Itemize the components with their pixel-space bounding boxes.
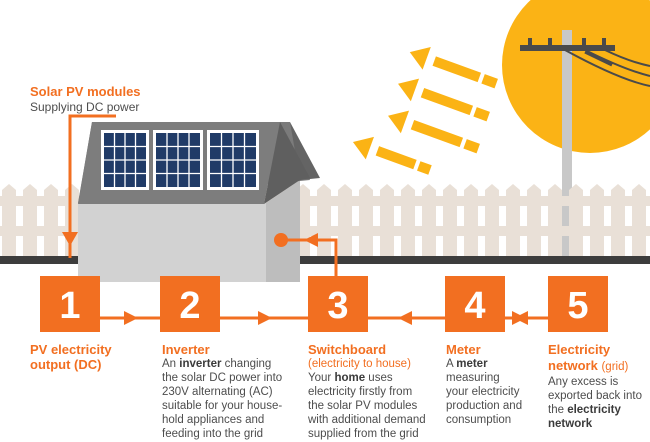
step-3-desc-b: uses: [365, 372, 393, 384]
step-4-desc-line5: consumption: [446, 414, 512, 426]
sun-icon: [502, 0, 650, 153]
fence-picket: [44, 184, 58, 256]
step-5-title: Electricity: [548, 342, 611, 357]
step-5-desc-line1: Any excess is: [548, 376, 619, 388]
step-boxes: 1 2 3 4 5: [40, 276, 608, 332]
solar-panels-icon: [101, 130, 259, 190]
step-1-label: PV electricity output (DC): [30, 342, 145, 372]
fence-picket: [65, 184, 79, 256]
step-3-subtitle: (electricity to house): [308, 358, 411, 370]
arrow-left-icon: [514, 311, 528, 325]
step-3-desc-line2: electricity firstly from: [308, 386, 413, 398]
step-box-3: [308, 276, 368, 332]
step-box-1: [40, 276, 100, 332]
step-5-title-grid: (grid): [601, 361, 629, 373]
step-2-desc-line6: feeding into the grid: [162, 428, 264, 440]
fence-picket: [569, 184, 583, 256]
header-subtitle: Supplying DC power: [30, 100, 140, 114]
step-box-2: [160, 276, 220, 332]
step-4-desc-line4: production and: [446, 400, 523, 412]
step-number-5: 5: [567, 285, 588, 327]
step-2-title: Inverter: [162, 342, 210, 357]
step-3-desc-a: Your: [308, 372, 335, 384]
fence-picket: [401, 184, 415, 256]
step-box-4: [445, 276, 505, 332]
fence-picket: [485, 184, 499, 256]
step-box-5: [548, 276, 608, 332]
step-3-label: Switchboard (electricity to house) Your …: [308, 342, 448, 441]
fence-picket: [443, 184, 457, 256]
arrow-right-icon: [124, 311, 138, 325]
step-5-desc-line3a: the: [548, 404, 568, 416]
sun-rays: [352, 47, 498, 175]
arrow-down-icon: [62, 232, 78, 246]
flow-arrows: [62, 232, 528, 325]
step-2-desc-a: An: [162, 358, 180, 370]
fence-picket: [464, 184, 478, 256]
step-4-desc-line2: measuring: [446, 372, 500, 384]
step-2-desc-line2: the solar DC power into: [162, 372, 283, 384]
step-5-label: Electricity network (grid) Any excess is…: [548, 342, 648, 431]
fence-picket: [611, 184, 625, 256]
step-2-desc-line3: 230V alternating (AC): [162, 386, 273, 398]
step-3-title: Switchboard: [308, 342, 387, 357]
fence-picket: [548, 184, 562, 256]
fence-picket: [359, 184, 373, 256]
header-title: Solar PV modules: [30, 84, 141, 99]
step-3-desc-bold: home: [334, 372, 366, 384]
step-5-desc-bold2: network: [548, 418, 593, 430]
arrow-right-icon: [258, 311, 272, 325]
ground-line: [0, 256, 650, 264]
step-1-title-line2: output (DC): [30, 357, 102, 372]
fence-picket: [317, 184, 331, 256]
step-3-desc-line3: the solar PV modules: [308, 400, 418, 412]
outlet-dot-icon: [274, 233, 288, 247]
step-2-desc-bold: inverter: [179, 358, 222, 370]
arrow-left-icon: [398, 311, 412, 325]
fence-picket: [527, 184, 541, 256]
power-pole-icon: [520, 30, 650, 260]
step-2-desc-line5: hold appliances and: [162, 414, 265, 426]
fence-picket: [506, 184, 520, 256]
step-4-label: Meter A meter measuring your electricity…: [446, 342, 541, 427]
step-3-desc-line5: supplied from the grid: [308, 428, 419, 440]
step-5-desc-bold1: electricity: [567, 404, 621, 416]
fence-picket: [590, 184, 604, 256]
step-number-1: 1: [59, 285, 80, 327]
step-4-desc-bold: meter: [456, 358, 488, 370]
fence-picket: [632, 184, 646, 256]
step-4-title: Meter: [446, 342, 481, 357]
step-3-desc-line4: with additional demand: [308, 414, 426, 426]
fence-picket: [422, 184, 436, 256]
fence-picket: [23, 184, 37, 256]
fence-picket: [338, 184, 352, 256]
step-number-3: 3: [327, 285, 348, 327]
step-5-title-line2: network: [548, 358, 602, 373]
arrow-left-icon: [304, 233, 318, 247]
step-number-4: 4: [464, 285, 485, 327]
step-4-desc-a: A: [446, 358, 457, 370]
fence-picket: [380, 184, 394, 256]
step-number-2: 2: [179, 285, 200, 327]
fence-picket: [2, 184, 16, 256]
step-2-label: Inverter An inverter changing the solar …: [162, 342, 297, 441]
step-2-desc-line4: suitable for your house-: [162, 400, 283, 412]
step-1-title-line1: PV electricity: [30, 342, 112, 357]
step-4-desc-line3: your electricity: [446, 386, 520, 398]
step-2-desc-b: changing: [221, 358, 272, 370]
step-5-desc-line2: exported back into: [548, 390, 642, 402]
